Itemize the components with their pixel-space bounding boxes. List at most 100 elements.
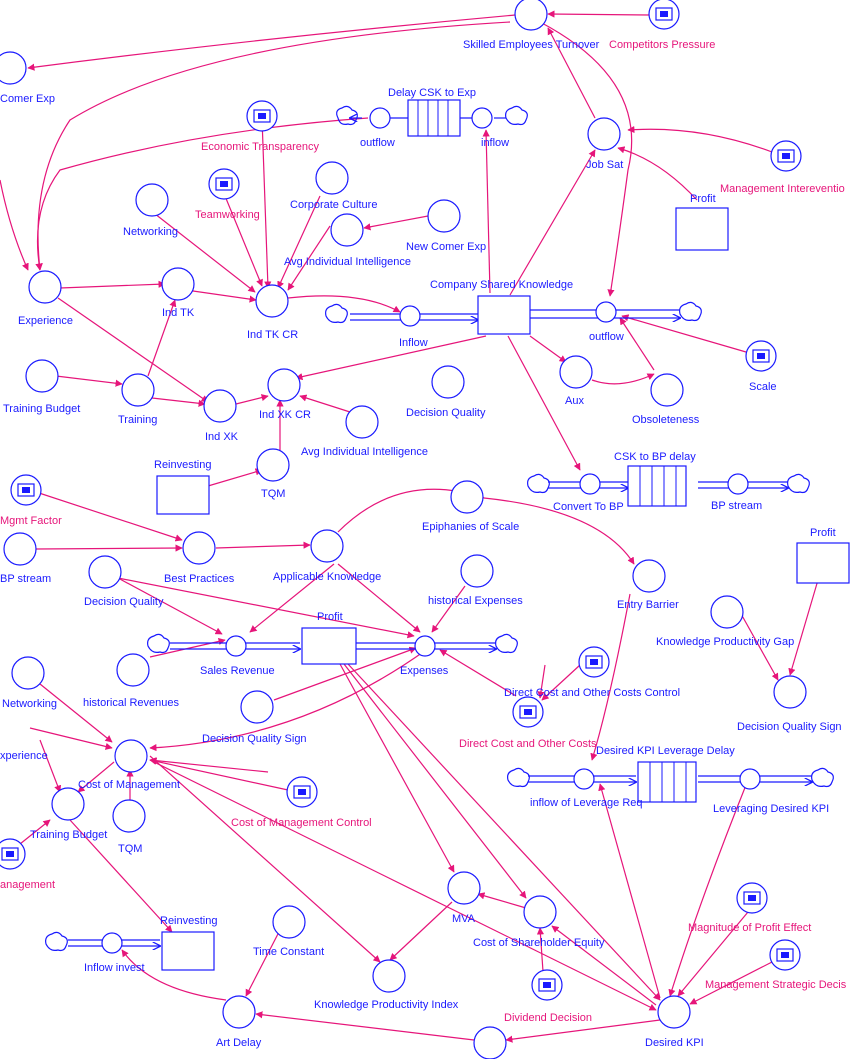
management-strategic-decision-icon	[769, 939, 801, 971]
outflow-mid-label: outflow	[589, 331, 624, 343]
valve-icon	[573, 768, 595, 790]
valve-icon	[595, 301, 617, 323]
tqm-bottom-label: TQM	[118, 843, 142, 855]
tqm-top-label: TQM	[261, 488, 285, 500]
profit-top-label: Profit	[690, 193, 716, 205]
economic-transparency-label: Economic Transparency	[201, 141, 319, 153]
profit-top-stock	[675, 207, 729, 251]
comer-exp-node	[0, 51, 27, 85]
valve-icon	[225, 635, 247, 657]
historical-revenues-node	[116, 653, 150, 687]
networking-bottom-node	[11, 656, 45, 690]
decision-quality-top-node	[431, 365, 465, 399]
avg-individual-intelligence-top-label: Avg Individual Intelligence	[284, 256, 411, 268]
cost-of-shareholder-equity-node	[523, 895, 557, 929]
competitors-pressure-icon	[648, 0, 680, 30]
magnitude-of-profit-effect-icon	[736, 882, 768, 914]
profit-right-stock	[796, 542, 850, 584]
corporate-culture-node	[315, 161, 349, 195]
clouds	[45, 105, 834, 952]
art-delay-node	[222, 995, 256, 1029]
reinvesting-top-label: Reinvesting	[154, 459, 211, 471]
csk-to-bp-delay-label: CSK to BP delay	[614, 451, 696, 463]
desired-kpi-leverage-delay-label: Desired KPI Leverage Delay	[596, 745, 735, 757]
teamworking-label: Teamworking	[195, 209, 260, 221]
training-budget-top-node	[25, 359, 59, 393]
valve-icon	[101, 932, 123, 954]
entry-barrier-label: Entry Barrier	[617, 599, 679, 611]
inflow-mid-label: Inflow	[399, 337, 428, 349]
ind-xk-label: Ind XK	[205, 431, 239, 443]
leveraging-desired-kpi-label: Leveraging Desired KPI	[713, 803, 829, 815]
best-practices-label: Best Practices	[164, 573, 235, 585]
time-constant-node	[272, 905, 306, 939]
tqm-bottom-node	[112, 799, 146, 833]
training-budget-bottom-node	[51, 787, 85, 821]
mgmt-factor-icon	[10, 474, 42, 506]
convert-to-bp-label: Convert To BP	[553, 501, 624, 513]
cost-of-shareholder-equity-label: Cost of Shareholder Equity	[473, 937, 605, 949]
ind-tk-label: Ind TK	[162, 307, 195, 319]
experience-bottom-label: xperience	[0, 750, 48, 762]
connectors	[0, 10, 819, 1043]
valve-icon	[471, 107, 493, 129]
ind-tk-cr-label: Ind TK CR	[247, 329, 298, 341]
ind-xk-node	[203, 389, 237, 423]
mva-node	[447, 871, 481, 905]
skilled-employees-turnover-node	[514, 0, 548, 31]
comer-exp-label: Comer Exp	[0, 93, 55, 105]
decision-quality-mid-node	[88, 555, 122, 589]
valve-icon	[739, 768, 761, 790]
desired-kpi-label: Desired KPI	[645, 1037, 704, 1049]
skilled-employees-turnover-label: Skilled Employees Turnover	[463, 39, 600, 51]
experience-label: Experience	[18, 315, 73, 327]
epiphanies-of-scale-label: Epiphanies of Scale	[422, 521, 519, 533]
experience-node	[28, 270, 62, 304]
scale-icon	[745, 340, 777, 372]
economic-transparency-icon	[246, 100, 278, 132]
inflow-invest-label: Inflow invest	[84, 962, 145, 974]
training-budget-bottom-label: Training Budget	[30, 829, 107, 841]
obsoleteness-label: Obsoleteness	[632, 414, 700, 426]
decision-quality-sign-right-label: Decision Quality Sign	[737, 721, 842, 733]
epiphanies-of-scale-node	[450, 480, 484, 514]
management-bottom-icon	[0, 838, 26, 870]
bp-stream-left-label: BP stream	[0, 573, 51, 585]
direct-cost-control-icon	[578, 646, 610, 678]
management-intervention-icon	[770, 140, 802, 172]
unlabeled-bottom-node	[473, 1026, 507, 1059]
mva-label: MVA	[452, 913, 476, 925]
cloud-icon	[505, 105, 528, 126]
job-sat-label: Job Sat	[586, 159, 623, 171]
desired-kpi-leverage-delay-conveyor	[637, 761, 697, 803]
historical-expenses-label: historical Expenses	[428, 595, 523, 607]
avg-individual-intelligence-top-node	[330, 213, 364, 247]
constant-icons	[0, 0, 802, 1001]
cloud-icon	[325, 303, 348, 324]
valves	[101, 107, 761, 954]
obsoleteness-node	[650, 373, 684, 407]
cost-of-management-control-label: Cost of Management Control	[231, 817, 372, 829]
mgmt-factor-label: Mgmt Factor	[0, 515, 62, 527]
corporate-culture-label: Corporate Culture	[290, 199, 377, 211]
cloud-icon	[811, 767, 834, 788]
management-bottom-label: anagement	[0, 879, 55, 891]
time-constant-label: Time Constant	[253, 946, 324, 958]
cloud-icon	[495, 633, 518, 654]
company-shared-knowledge-stock	[477, 295, 531, 335]
cloud-icon	[147, 633, 170, 654]
dividend-decision-label: Dividend Decision	[504, 1012, 592, 1024]
ind-tk-cr-node	[255, 284, 289, 318]
reinvesting-bottom-label: Reinvesting	[160, 915, 217, 927]
inflow-of-leverage-req-label: inflow of Leverage Req	[530, 797, 643, 809]
ind-xk-cr-node	[267, 368, 301, 402]
avg-individual-intelligence-mid-node	[345, 405, 379, 439]
job-sat-node	[587, 117, 621, 151]
sales-revenue-label: Sales Revenue	[200, 665, 275, 677]
desired-kpi-node	[657, 995, 691, 1029]
networking-top-label: Networking	[123, 226, 178, 238]
delay-csk-to-exp-label: Delay CSK to Exp	[388, 87, 476, 99]
bp-stream-mid-label: BP stream	[711, 500, 762, 512]
knowledge-productivity-gap-label: Knowledge Productivity Gap	[656, 636, 794, 648]
historical-revenues-label: historical Revenues	[83, 697, 179, 709]
